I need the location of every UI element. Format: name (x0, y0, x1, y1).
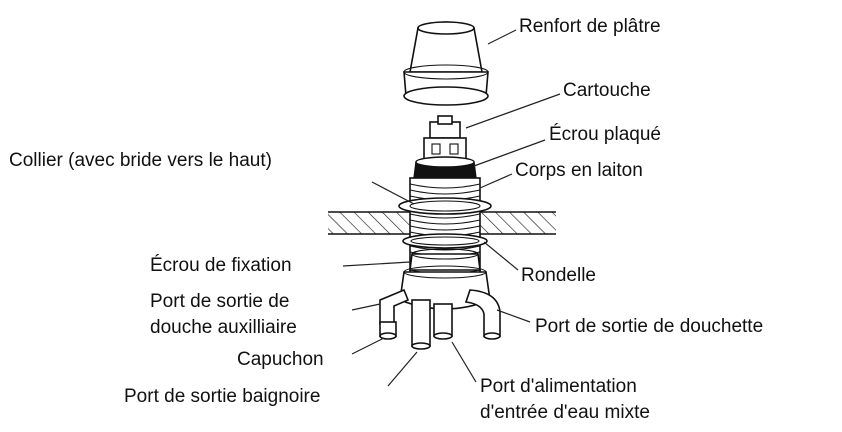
handshower-port (464, 289, 501, 340)
label-port-alim-line1: Port d'alimentation (480, 376, 637, 397)
label-cartouche: Cartouche (563, 80, 651, 101)
label-port-aux-line1: Port de sortie de (150, 291, 290, 312)
plated-nut (413, 156, 477, 179)
label-ecrou-fixation: Écrou de fixation (150, 255, 292, 276)
wall-section (328, 211, 556, 235)
label-corps: Corps en laiton (515, 160, 643, 181)
leader-lines (342, 29, 561, 387)
aux-shower-port (379, 288, 410, 340)
plaster-guard (403, 21, 489, 106)
tub-port (411, 299, 431, 350)
label-port-douchette: Port de sortie de douchette (535, 316, 764, 337)
label-capuchon: Capuchon (237, 349, 324, 370)
label-port-baignoire: Port de sortie baignoire (124, 386, 321, 407)
label-rondelle: Rondelle (521, 265, 596, 286)
mounting-nut (409, 248, 481, 271)
collar-flange (398, 197, 492, 215)
washer (402, 233, 488, 249)
label-renfort: Renfort de plâtre (519, 16, 661, 37)
label-port-alim-line2: d'entrée d'eau mixte (480, 402, 650, 423)
label-collier: Collier (avec bride vers le haut) (9, 150, 272, 171)
label-ecrou-plaque: Écrou plaqué (549, 124, 661, 145)
inlet-port (433, 303, 453, 340)
label-port-aux-line2: douche auxilliaire (150, 317, 297, 338)
